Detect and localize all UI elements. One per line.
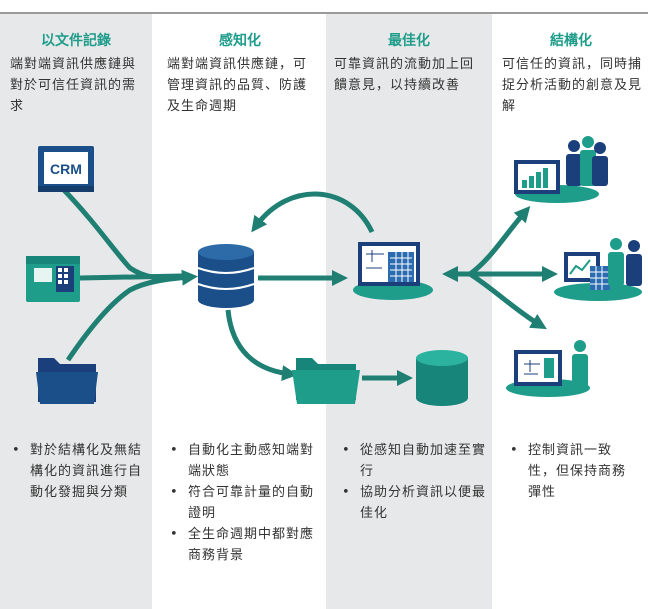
column-desc-optimize: 可靠資訊的流動加上回饋意見，以持續改善 [334, 57, 475, 93]
bullets-document: 對於結構化及無結構化的資訊進行自動化發掘與分類 [10, 440, 148, 503]
bullet-item: 自動化主動感知端對端狀態 [168, 440, 318, 482]
column-desc-aware: 端對端資訊供應鏈，可管理資訊的品質、防護及生命週期 [167, 57, 308, 114]
bullet-item: 控制資訊一致性，但保持商務彈性 [508, 440, 638, 503]
folder-to-db-arrow [65, 269, 198, 362]
db-to-folder-arrow [225, 309, 298, 382]
dashboard-people-icon [514, 136, 608, 203]
archive-cylinder-icon [416, 350, 468, 406]
column-title-structure: 結構化 [550, 33, 592, 49]
optimize-monitor-icon [353, 242, 433, 300]
converging-flow-arrows [60, 186, 198, 362]
feedback-loop-arrow [251, 191, 375, 234]
folder-icon [36, 358, 98, 404]
analytics-people-icon [554, 238, 642, 301]
column-title-document: 以文件記錄 [41, 33, 111, 49]
column-desc-document: 端對端資訊供應鏈與對於可信任資訊的需求 [10, 57, 137, 114]
bullets-aware: 自動化主動感知端對端狀態 符合可靠計量的自動證明 全生命週期中都對應商務背景 [168, 440, 318, 566]
bullets-optimize: 從感知自動加速至實行 協助分析資訊以便最佳化 [340, 440, 486, 524]
column-title-optimize: 最佳化 [388, 33, 430, 49]
bullet-item: 對於結構化及無結構化的資訊進行自動化發掘與分類 [10, 440, 148, 503]
column-desc-structure: 可信任的資訊，同時捕捉分析活動的創意及見解 [502, 57, 643, 114]
control-person-icon [506, 340, 590, 397]
column-document-panel [0, 14, 152, 609]
crm-icon: CRM [38, 146, 94, 192]
bullet-item: 全生命週期中都對應商務背景 [168, 524, 318, 566]
terminal-to-db-arrow [79, 273, 183, 281]
to-control-arrow [468, 271, 547, 330]
terminal-icon [26, 256, 80, 302]
bullets-structure: 控制資訊一致性，但保持商務彈性 [508, 440, 638, 503]
diverging-flow-arrows [441, 205, 559, 330]
top-rule [0, 12, 648, 14]
database-icon [197, 244, 255, 308]
bullet-item: 符合可靠計量的自動證明 [168, 482, 318, 524]
column-title-aware: 感知化 [219, 33, 261, 49]
bullet-item: 協助分析資訊以便最佳化 [340, 482, 486, 524]
crm-label: CRM [50, 161, 82, 177]
teal-folder-icon [292, 358, 360, 404]
to-dashboard-arrow [450, 205, 531, 277]
bullet-item: 從感知自動加速至實行 [340, 440, 486, 482]
